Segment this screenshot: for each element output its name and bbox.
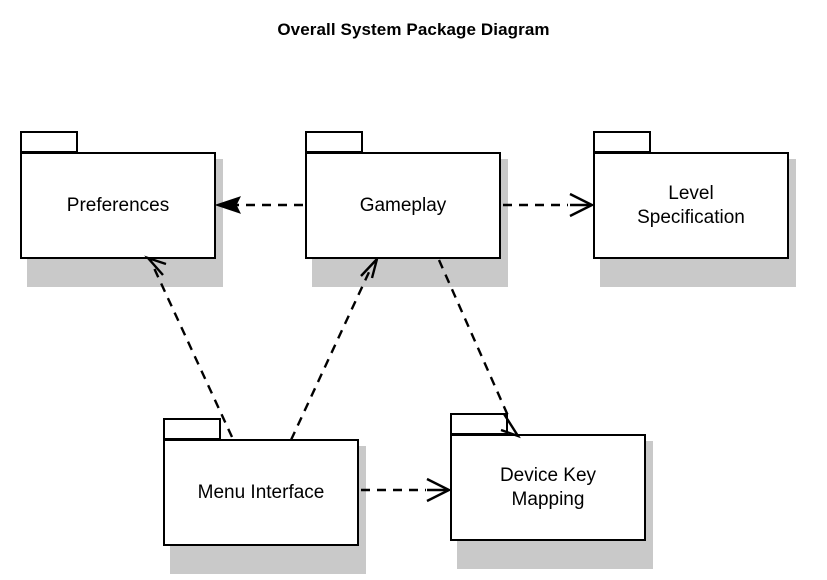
package-body: Level Specification xyxy=(593,152,789,259)
package-device-key-mapping[interactable]: Device Key Mapping xyxy=(450,413,653,569)
connector-menu-interface-to-device-key-mapping xyxy=(361,477,452,503)
package-tab xyxy=(20,131,78,153)
connector-gameplay-to-preferences xyxy=(214,196,303,214)
package-tab xyxy=(593,131,651,153)
package-menu-interface[interactable]: Menu Interface xyxy=(163,418,366,574)
package-label: Preferences xyxy=(66,194,170,216)
package-label: Device Key Mapping xyxy=(499,464,597,510)
package-preferences[interactable]: Preferences xyxy=(20,131,223,287)
package-gameplay[interactable]: Gameplay xyxy=(305,131,508,287)
package-level-specification[interactable]: Level Specification xyxy=(593,131,796,287)
package-label: Level Specification xyxy=(637,182,745,228)
connector-gameplay-to-level-specification xyxy=(503,192,595,218)
package-body: Gameplay xyxy=(305,152,501,259)
package-body: Menu Interface xyxy=(163,439,359,546)
package-tab xyxy=(450,413,508,435)
package-tab xyxy=(305,131,363,153)
package-label: Gameplay xyxy=(359,194,447,216)
package-tab xyxy=(163,418,221,440)
package-body: Device Key Mapping xyxy=(450,434,646,541)
page-title: Overall System Package Diagram xyxy=(277,20,550,39)
package-body: Preferences xyxy=(20,152,216,259)
package-label: Menu Interface xyxy=(197,481,325,503)
